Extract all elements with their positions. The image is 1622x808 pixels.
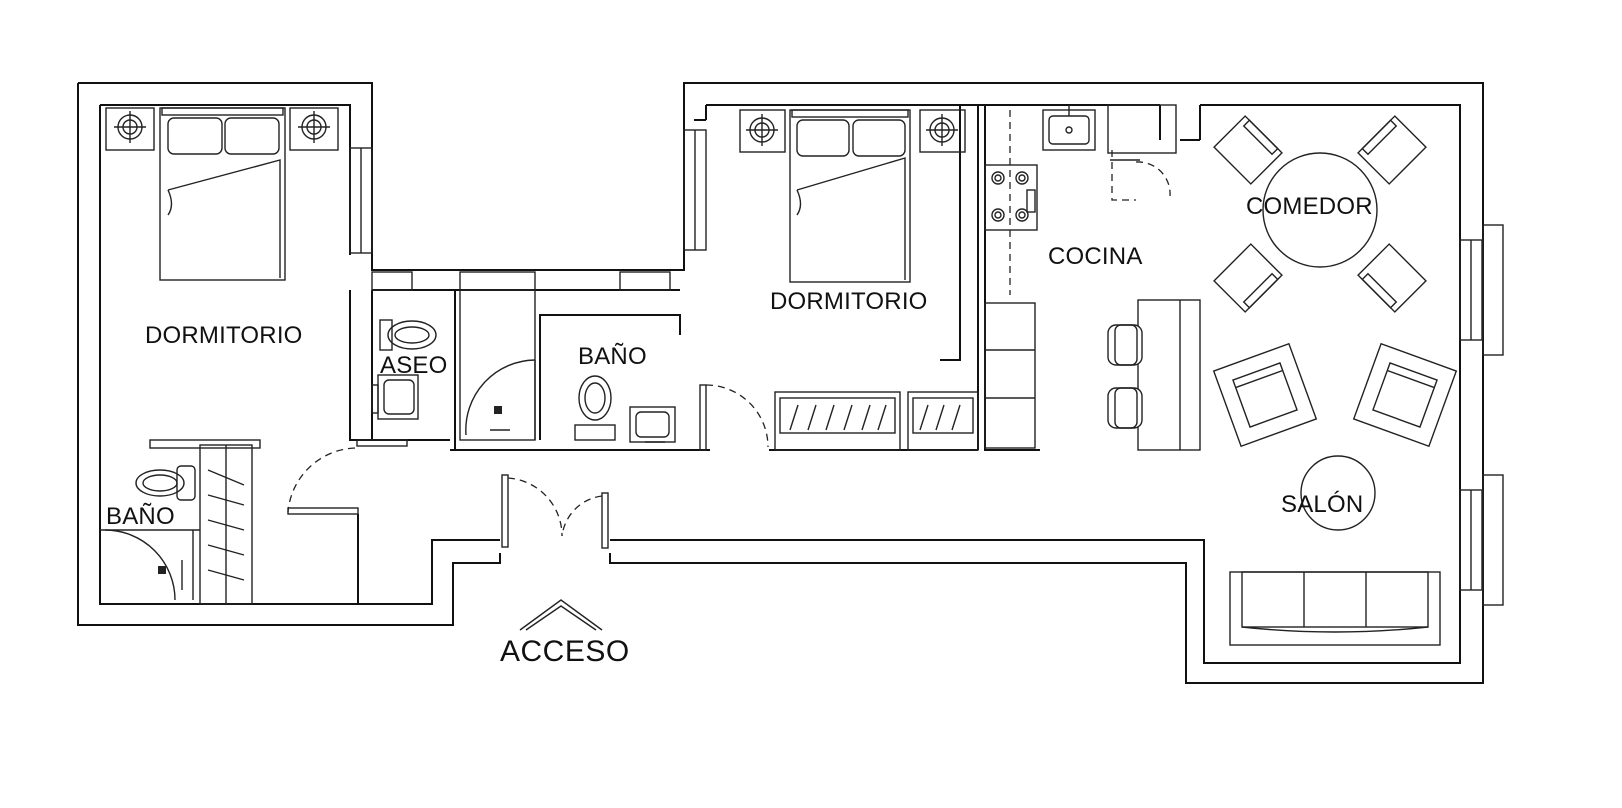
bathroom-left-fixtures bbox=[100, 439, 261, 605]
room-label-comedor: COMEDOR bbox=[1246, 193, 1373, 220]
access-label: ACCESO bbox=[500, 635, 630, 668]
outer-walls bbox=[77, 82, 1484, 684]
room-label-bano-center: BAÑO bbox=[578, 343, 647, 370]
room-label-salon: SALÓN bbox=[1281, 491, 1364, 518]
room-label-dormitorio-left: DORMITORIO bbox=[145, 322, 303, 349]
bedroom-left-furniture bbox=[105, 107, 339, 281]
dining-set bbox=[1213, 115, 1427, 313]
doors bbox=[287, 150, 1171, 604]
room-label-bano-left: BAÑO bbox=[106, 503, 175, 530]
bedroom-center-furniture bbox=[739, 109, 966, 283]
room-label-dormitorio-center: DORMITORIO bbox=[770, 288, 928, 315]
room-label-cocina: COCINA bbox=[1048, 243, 1143, 270]
bathroom-center-fixtures bbox=[459, 289, 676, 443]
aseo-fixtures bbox=[371, 319, 437, 420]
wardrobes bbox=[774, 391, 979, 451]
windows bbox=[349, 129, 1504, 606]
living-set bbox=[1212, 342, 1458, 646]
room-label-aseo: ASEO bbox=[380, 352, 448, 379]
kitchen-fixtures bbox=[984, 104, 1201, 451]
access-arrow-icon bbox=[519, 599, 603, 631]
